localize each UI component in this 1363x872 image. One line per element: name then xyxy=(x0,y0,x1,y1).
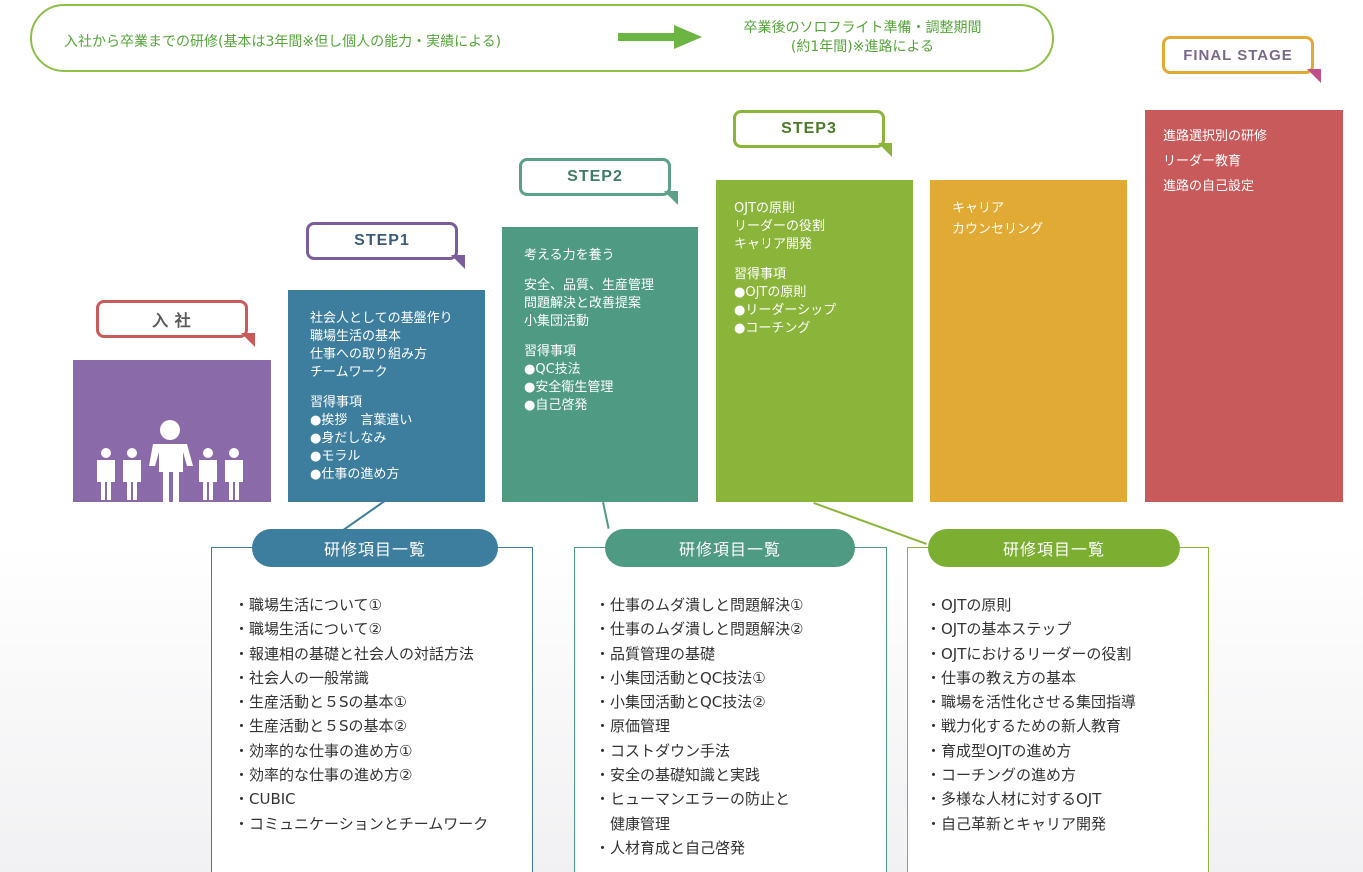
new-employees-icon xyxy=(97,420,243,502)
step2-acquire-title: 習得事項 xyxy=(524,344,577,359)
final-stage-column: 進路選択別の研修 リーダー教育 進路の自己設定 xyxy=(1145,110,1343,502)
step1-tag: STEP1 xyxy=(306,222,465,269)
list-item: ・戦力化するための新人教育 xyxy=(926,717,1122,736)
final-line: リーダー教育 xyxy=(1163,154,1242,169)
step2-line: 安全、品質、生産管理 xyxy=(524,278,655,293)
list-item: ・仕事のムダ潰しと問題解決① xyxy=(595,596,804,614)
step1-line: 仕事への取り組み方 xyxy=(310,347,428,362)
step2-acquire-item: ●QC技法 xyxy=(524,362,581,377)
final-line: 進路の自己設定 xyxy=(1163,179,1255,194)
step1-column: 社会人としての基盤作り 職場生活の基本 仕事への取り組み方 チームワーク 習得事… xyxy=(288,290,485,502)
right-arrow-icon xyxy=(618,25,702,49)
final-stage-tag-label: FINAL STAGE xyxy=(1183,46,1293,64)
tag-tail xyxy=(664,191,678,205)
step1-acquire-item: ●仕事の進め方 xyxy=(310,467,400,482)
banner-training-period: 入社から卒業までの研修(基本は3年間※但し個人の能力・実績による) xyxy=(64,34,502,50)
period-banner xyxy=(30,4,1054,72)
step1-acquire-item: ●挨拶 言葉遣い xyxy=(310,413,413,428)
step1-line: 社会人としての基盤作り xyxy=(310,311,453,326)
connector-line xyxy=(602,502,610,529)
step1-line: チームワーク xyxy=(310,365,388,380)
entry-column xyxy=(73,360,271,502)
list-item: ・育成型OJTの進め方 xyxy=(926,741,1072,760)
list-item: ・職場を活性化させる集団指導 xyxy=(926,693,1137,712)
list-item: ・安全の基礎知識と実践 xyxy=(595,766,761,785)
tag-tail xyxy=(451,255,465,269)
list-item: ・仕事のムダ潰しと問題解決② xyxy=(595,620,804,639)
tag-tail xyxy=(878,143,892,157)
curriculum-list-1: ・職場生活について① ・職場生活について② ・報連相の基礎と社会人の対話方法 ・… xyxy=(211,547,533,872)
step3-acquire-title: 習得事項 xyxy=(734,267,787,282)
banner-right-line2: (約1年間)※進路による xyxy=(790,39,935,55)
list-item: ・原価管理 xyxy=(595,717,671,736)
step3-line: OJTの原則 xyxy=(734,201,796,216)
list-item: ・OJTの原則 xyxy=(926,596,1012,614)
step3-tag-label: STEP3 xyxy=(781,120,837,137)
step2-acquire-item: ●安全衛生管理 xyxy=(524,380,614,395)
curriculum-list-2: ・仕事のムダ潰しと問題解決① ・仕事のムダ潰しと問題解決② ・品質管理の基礎 ・… xyxy=(574,547,887,872)
step2-column: 考える力を養う 安全、品質、生産管理 問題解決と改善提案 小集団活動 習得事項 … xyxy=(502,227,698,502)
step3-tag: STEP3 xyxy=(733,110,892,157)
list-item: ・OJTにおけるリーダーの役割 xyxy=(926,644,1132,663)
list-item: ・効率的な仕事の進め方① xyxy=(234,741,413,760)
list-item: ・効率的な仕事の進め方② xyxy=(234,766,413,785)
list-item: ・仕事の教え方の基本 xyxy=(926,668,1077,687)
step3-column: OJTの原則 リーダーの役割 キャリア開発 習得事項 ●OJTの原則 ●リーダー… xyxy=(716,180,913,502)
curriculum-title-3: 研修項目一覧 xyxy=(928,529,1180,567)
list-item: ・社会人の一般常識 xyxy=(234,668,370,687)
curriculum-title-1: 研修項目一覧 xyxy=(252,529,498,567)
career-line: キャリア xyxy=(952,201,1005,216)
banner-post-graduation: 卒業後のソロフライト準備・調整期間 (約1年間)※進路による xyxy=(700,19,1025,57)
list-item: ・品質管理の基礎 xyxy=(595,644,716,663)
step2-line: 問題解決と改善提案 xyxy=(524,296,642,311)
entry-tag-label: 入 社 xyxy=(152,313,192,330)
curriculum-list-3: ・OJTの原則 ・OJTの基本ステップ ・OJTにおけるリーダーの役割 ・仕事の… xyxy=(907,547,1209,872)
list-item: ・生産活動と５Sの基本② xyxy=(234,717,407,736)
banner-right-line1: 卒業後のソロフライト準備・調整期間 xyxy=(743,20,982,36)
career-column: キャリア カウンセリング xyxy=(930,180,1127,502)
list-item: 健康管理 xyxy=(595,814,671,833)
career-line: カウンセリング xyxy=(952,222,1044,237)
step1-acquire-item: ●身だしなみ xyxy=(310,431,387,446)
list-item: ・自己革新とキャリア開発 xyxy=(926,814,1107,833)
step1-acquire-item: ●モラル xyxy=(310,449,361,464)
step2-tag-label: STEP2 xyxy=(567,168,623,185)
step3-acquire-item: ●リーダーシップ xyxy=(734,303,837,318)
list-item: ・コミュニケーションとチームワーク xyxy=(234,814,489,833)
step2-intro: 考える力を養う xyxy=(524,248,615,263)
list-item: ・職場生活について① xyxy=(234,596,382,614)
tag-tail xyxy=(1307,69,1321,83)
list-item: ・人材育成と自己啓発 xyxy=(595,838,746,857)
list-item: ・OJTの基本ステップ xyxy=(926,620,1072,639)
list-item: ・CUBIC xyxy=(234,790,296,809)
step3-acquire-item: ●コーチング xyxy=(734,321,811,336)
step3-line: キャリア開発 xyxy=(734,237,813,252)
list-item: ・生産活動と５Sの基本① xyxy=(234,693,407,712)
step2-line: 小集団活動 xyxy=(524,314,590,329)
tag-tail xyxy=(241,333,255,347)
list-item: ・多様な人材に対するOJT xyxy=(926,790,1102,809)
step1-line: 職場生活の基本 xyxy=(310,329,402,344)
step1-acquire-title: 習得事項 xyxy=(310,395,363,410)
curriculum-title-2: 研修項目一覧 xyxy=(605,529,855,567)
step3-line: リーダーの役割 xyxy=(734,219,826,234)
list-item: ・コーチングの進め方 xyxy=(926,766,1077,785)
step1-tag-label: STEP1 xyxy=(354,232,410,249)
final-stage-tag: FINAL STAGE xyxy=(1162,36,1321,83)
list-item: ・小集団活動とQC技法① xyxy=(595,668,766,687)
list-item: ・コストダウン手法 xyxy=(595,741,731,760)
step2-acquire-item: ●自己啓発 xyxy=(524,398,588,413)
list-item: ・報連相の基礎と社会人の対話方法 xyxy=(234,644,475,663)
step3-acquire-item: ●OJTの原則 xyxy=(734,285,807,300)
list-item: ・職場生活について② xyxy=(234,620,382,639)
entry-tag: 入 社 xyxy=(96,300,255,347)
list-item: ・小集団活動とQC技法② xyxy=(595,693,766,712)
step2-tag: STEP2 xyxy=(519,158,678,205)
list-item: ・ヒューマンエラーの防止と xyxy=(595,790,791,809)
final-line: 進路選択別の研修 xyxy=(1163,129,1268,144)
